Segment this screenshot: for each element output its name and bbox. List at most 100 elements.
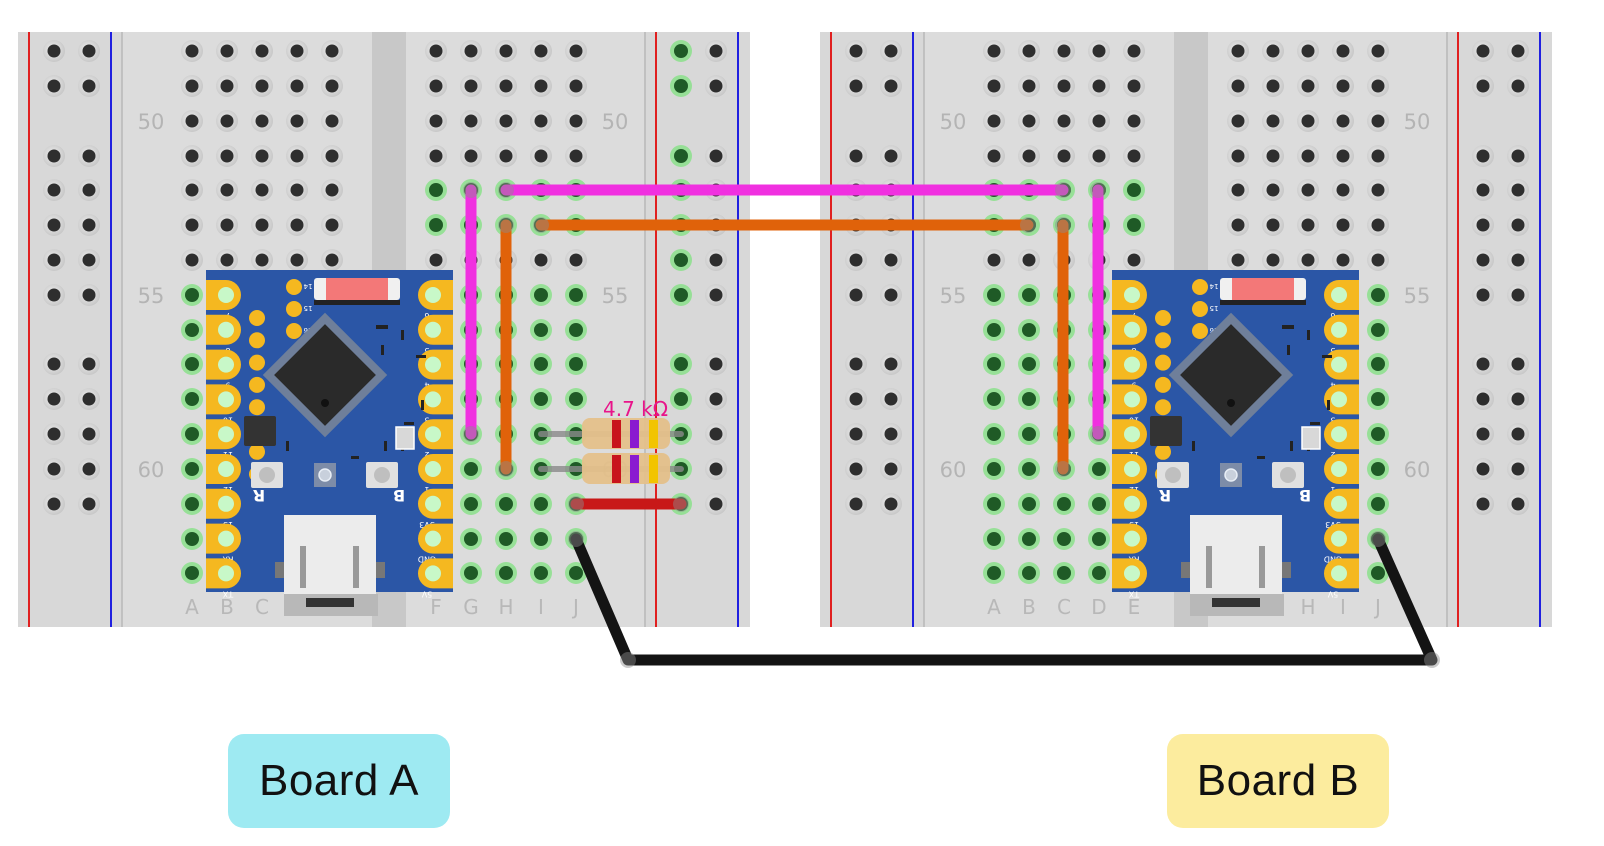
breadboard-hole	[569, 288, 583, 302]
breadboard-hole	[185, 149, 199, 163]
ground-wire	[568, 531, 1440, 668]
pin-hole	[218, 391, 234, 408]
breadboard-hole	[47, 253, 61, 267]
breadboard-hole	[82, 149, 96, 163]
pin-label: GND	[1324, 555, 1342, 564]
breadboard-hole	[185, 44, 199, 58]
pad	[1155, 443, 1171, 460]
breadboard-hole	[987, 532, 1001, 546]
breadboard-hole	[987, 323, 1001, 337]
column-letter-label: J	[1373, 595, 1381, 619]
wire-group	[463, 182, 1440, 668]
breadboard-hole	[1301, 253, 1315, 267]
pad	[249, 376, 265, 393]
breadboard-hole	[47, 357, 61, 371]
breadboard-hole	[849, 392, 863, 406]
breadboard-hole	[849, 427, 863, 441]
usb-latch	[1259, 546, 1265, 588]
breadboard-hole	[1371, 288, 1385, 302]
scl-wire-bridge-end	[1020, 217, 1036, 233]
smd-component	[416, 355, 426, 358]
breadboard-hole	[534, 288, 548, 302]
breadboard-hole	[82, 392, 96, 406]
pin-hole	[1124, 426, 1140, 443]
pin-label: GND	[418, 555, 436, 564]
breadboard-hole	[1301, 44, 1315, 58]
sda-wire-right-end	[1090, 426, 1106, 442]
breadboard-hole	[47, 44, 61, 58]
pin-hole	[1331, 426, 1347, 443]
pin-hole	[425, 321, 441, 338]
column-letter-label: F	[430, 595, 442, 619]
breadboard-hole	[47, 79, 61, 93]
breadboard-hole	[569, 114, 583, 128]
breadboard-hole	[1127, 183, 1141, 197]
breadboard-hole	[464, 462, 478, 476]
breadboard-hole	[1511, 288, 1525, 302]
row-number-label: 55	[138, 284, 165, 308]
breadboard-hole	[1301, 114, 1315, 128]
breadboard-hole	[429, 114, 443, 128]
breadboard-hole	[220, 44, 234, 58]
row-number-label: 55	[1404, 284, 1431, 308]
pad	[249, 310, 265, 326]
pin-label: 5	[424, 346, 429, 355]
pin-label: 3V3	[419, 520, 435, 529]
breadboard-hole	[47, 288, 61, 302]
breadboard-hole	[1057, 44, 1071, 58]
smd-component	[1192, 441, 1195, 451]
fuse-red	[326, 278, 388, 300]
breadboard-hole	[499, 497, 513, 511]
crystal	[1301, 426, 1321, 450]
breadboard-hole	[1231, 253, 1245, 267]
scl-wire-left-end	[498, 217, 514, 233]
breadboard-hole	[82, 218, 96, 232]
pin-hole	[425, 461, 441, 477]
breadboard-hole	[987, 462, 1001, 476]
column-letter-label: B	[220, 595, 234, 619]
breadboard-hole	[47, 497, 61, 511]
breadboard-hole	[220, 114, 234, 128]
breadboard-hole	[290, 149, 304, 163]
breadboard-hole	[290, 114, 304, 128]
breadboard-hole	[290, 218, 304, 232]
breadboard-hole	[325, 218, 339, 232]
breadboard-hole	[185, 183, 199, 197]
breadboard-hole	[464, 114, 478, 128]
breadboard-hole	[82, 183, 96, 197]
voltage-regulator	[1150, 416, 1182, 446]
reset-button-cap	[1165, 467, 1181, 483]
pin-hole	[1124, 565, 1140, 582]
microcontroller-chip	[1180, 324, 1282, 426]
column-letter-label: B	[1022, 595, 1036, 619]
pin-hole	[218, 356, 234, 373]
breadboard-hole	[1511, 392, 1525, 406]
usb-connector	[1190, 515, 1282, 600]
breadboard-hole	[1371, 357, 1385, 371]
smd-component	[376, 325, 388, 329]
pin-hole	[425, 287, 441, 303]
microcontroller-chip	[274, 324, 376, 426]
breadboard-hole	[499, 532, 513, 546]
breadboard-hole	[464, 149, 478, 163]
breadboard-hole	[290, 44, 304, 58]
breadboard-hole	[1266, 79, 1280, 93]
breadboard-hole	[534, 392, 548, 406]
breadboard-hole	[185, 566, 199, 580]
pin-hole	[425, 426, 441, 443]
breadboard-hole	[1371, 392, 1385, 406]
breadboard-hole	[499, 114, 513, 128]
resistor-color-band	[630, 420, 639, 448]
row-number-label: 50	[1404, 110, 1431, 134]
breadboard-hole	[534, 532, 548, 546]
pad-label: 15	[1210, 304, 1219, 312]
breadboard-hole	[185, 497, 199, 511]
smd-component	[1287, 345, 1290, 355]
resistor-value-label: 4.7 kΩ	[603, 397, 668, 421]
breadboard-hole	[674, 79, 688, 93]
column-letter-label: I	[1340, 595, 1346, 619]
breadboard-hole	[325, 149, 339, 163]
breadboard-hole	[1022, 532, 1036, 546]
breadboard-hole	[429, 79, 443, 93]
led-lens	[1224, 468, 1238, 482]
